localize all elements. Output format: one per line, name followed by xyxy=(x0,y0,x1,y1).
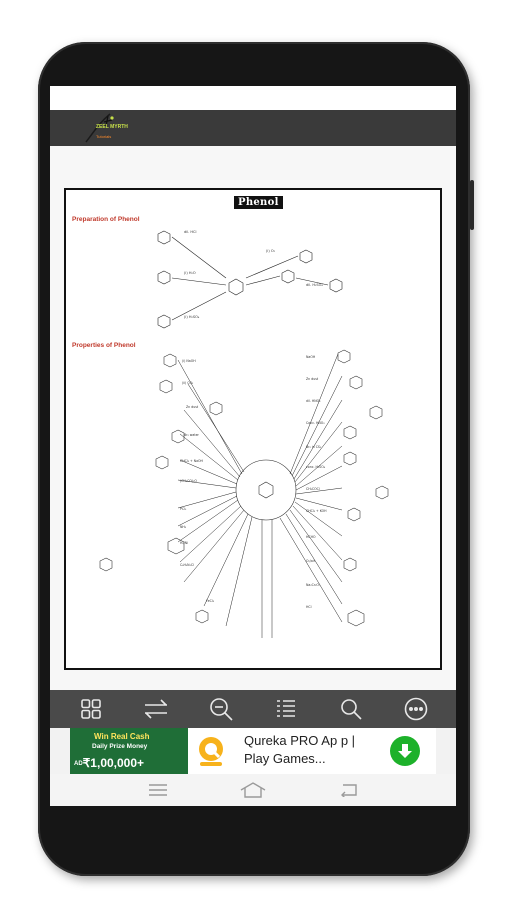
svg-text:Zn dust: Zn dust xyxy=(306,377,319,381)
svg-text:PCl₅: PCl₅ xyxy=(180,507,187,511)
qureka-logo-icon xyxy=(199,737,223,766)
svg-text:Br₂ water: Br₂ water xyxy=(184,433,200,437)
ad-headline: Win Real Cash xyxy=(94,732,150,741)
search-icon xyxy=(340,699,362,720)
svg-text:CHCl₃ + NaOH: CHCl₃ + NaOH xyxy=(180,459,204,463)
phone-side-button xyxy=(470,180,474,230)
screen: ZEEL MYRTH Tutorials xyxy=(50,86,456,806)
grid-icon xyxy=(80,699,101,719)
ad-promo-image: Win Real Cash Daily Prize Money AD₹1,00,… xyxy=(70,728,188,774)
grid-view-button[interactable] xyxy=(76,694,106,724)
svg-text:Zn dust: Zn dust xyxy=(186,405,199,409)
svg-text:Na₂Cr₂O₇: Na₂Cr₂O₇ xyxy=(306,583,321,587)
svg-text:(i) O₂: (i) O₂ xyxy=(266,249,276,253)
svg-text:Br₂ in CS₂: Br₂ in CS₂ xyxy=(306,445,322,449)
system-nav-bar xyxy=(50,774,456,806)
svg-text:O₂/air: O₂/air xyxy=(306,559,316,563)
swap-arrows-icon xyxy=(144,699,167,719)
section-heading-preparation: Preparation of Phenol xyxy=(72,216,140,223)
svg-text:(i) NaOH: (i) NaOH xyxy=(182,359,196,363)
app-header: ZEEL MYRTH Tutorials xyxy=(50,110,456,146)
home-icon xyxy=(240,782,266,798)
svg-text:dil. HNO₃: dil. HNO₃ xyxy=(306,399,321,403)
ad-download-button[interactable] xyxy=(390,736,420,766)
document-viewer[interactable]: dil. HCl (i) H₂O (i) H₂SO₄ (i) O₂ dil. H… xyxy=(50,146,456,690)
svg-text:dil. H₂SO₄: dil. H₂SO₄ xyxy=(306,283,323,287)
svg-text:(CH₃CO)₂O: (CH₃CO)₂O xyxy=(180,479,197,483)
search-button[interactable] xyxy=(336,694,366,724)
ad-app-title[interactable]: Qureka PRO Ap p | Play Games... xyxy=(244,733,356,766)
section-heading-properties: Properties of Phenol xyxy=(72,342,136,349)
viewer-toolbar xyxy=(50,690,456,728)
menu-icon xyxy=(148,784,167,796)
svg-text:Conc. HNO₃: Conc. HNO₃ xyxy=(306,421,325,425)
download-arrow-icon xyxy=(398,744,412,758)
logo-subtext: Tutorials xyxy=(96,134,112,139)
ad-subheadline: Daily Prize Money xyxy=(92,743,148,750)
more-dots-icon xyxy=(404,697,427,721)
svg-text:C₆H₅N₂Cl: C₆H₅N₂Cl xyxy=(180,563,194,567)
document-title: Phenol xyxy=(234,196,283,209)
chemistry-diagram: dil. HCl (i) H₂O (i) H₂SO₄ (i) O₂ dil. H… xyxy=(99,230,389,638)
zoom-out-icon xyxy=(209,698,233,721)
svg-text:CH₃COCl: CH₃COCl xyxy=(306,487,320,491)
logo-text: ZEEL MYRTH xyxy=(96,124,128,130)
svg-text:H₂/Ni: H₂/Ni xyxy=(180,541,188,545)
list-icon xyxy=(276,700,295,717)
svg-text:NH₃: NH₃ xyxy=(180,525,187,529)
nav-home-button[interactable] xyxy=(240,780,266,800)
svg-text:CHCl₃ + KOH: CHCl₃ + KOH xyxy=(306,509,327,513)
nav-back-button[interactable] xyxy=(335,780,361,800)
zoom-out-button[interactable] xyxy=(206,694,236,724)
svg-text:NaOH: NaOH xyxy=(306,355,316,359)
document-page[interactable]: dil. HCl (i) H₂O (i) H₂SO₄ (i) O₂ dil. H… xyxy=(64,188,442,670)
back-icon xyxy=(341,784,358,797)
svg-text:(i) H₂SO₄: (i) H₂SO₄ xyxy=(184,315,200,319)
svg-text:dil. HCl: dil. HCl xyxy=(184,230,196,234)
brand-logo-icon xyxy=(85,113,114,143)
ad-prefix: AD xyxy=(74,760,83,767)
status-bar xyxy=(50,86,456,110)
nav-menu-button[interactable] xyxy=(145,780,171,800)
outline-list-button[interactable] xyxy=(271,694,301,724)
ad-amount-value: ₹1,00,000+ xyxy=(82,756,145,770)
more-options-button[interactable] xyxy=(401,694,431,724)
svg-text:(ii) CO₂: (ii) CO₂ xyxy=(182,381,194,385)
swap-button[interactable] xyxy=(141,694,171,724)
ad-amount: AD₹1,00,000+ xyxy=(74,756,144,770)
svg-text:HCHO: HCHO xyxy=(306,535,316,539)
svg-text:FeCl₃: FeCl₃ xyxy=(206,599,215,603)
svg-text:conc. H₂SO₄: conc. H₂SO₄ xyxy=(306,465,326,469)
svg-text:(i) H₂O: (i) H₂O xyxy=(184,271,196,275)
ad-banner[interactable]: Win Real Cash Daily Prize Money AD₹1,00,… xyxy=(70,728,436,774)
svg-text:HCl: HCl xyxy=(306,605,312,609)
